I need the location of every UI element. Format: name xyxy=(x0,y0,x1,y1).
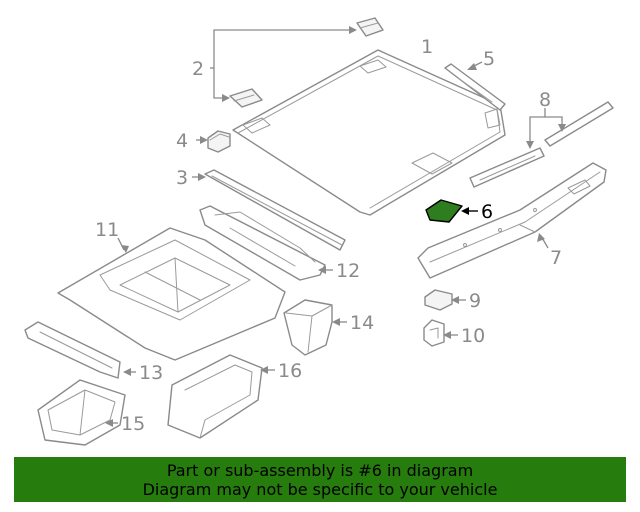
callout-15: 15 xyxy=(121,413,145,435)
callout-1: 1 xyxy=(421,36,433,58)
callout-7: 7 xyxy=(550,247,562,269)
callout-12: 12 xyxy=(336,260,360,282)
part-15-storage-box xyxy=(37,379,126,446)
info-banner: Part or sub-assembly is #6 in diagram Di… xyxy=(14,457,626,502)
callout-11: 11 xyxy=(95,219,119,241)
part-5-strut xyxy=(444,61,506,111)
part-6-cover-highlighted xyxy=(425,199,478,223)
callout-4: 4 xyxy=(176,130,188,152)
callout-8: 8 xyxy=(539,89,551,111)
part-1-cargo-cover xyxy=(232,49,506,216)
banner-line-2: Diagram may not be specific to your vehi… xyxy=(142,480,498,499)
part-12-cross-bracket xyxy=(199,205,333,281)
banner-line-1: Part or sub-assembly is #6 in diagram xyxy=(166,461,474,480)
part-2-hooks xyxy=(210,17,384,108)
callout-9: 9 xyxy=(469,290,481,312)
part-16-panel xyxy=(167,354,275,439)
callout-5: 5 xyxy=(483,48,495,70)
part-9-clip xyxy=(424,289,466,311)
part-3-trim-strip xyxy=(192,169,346,251)
callout-6: 6 xyxy=(481,201,493,223)
part-13-rail xyxy=(24,321,136,379)
parts-diagram: 1 2 3 4 5 6 7 8 9 10 11 12 13 14 15 16 xyxy=(24,17,614,446)
callout-13: 13 xyxy=(139,362,163,384)
callout-2: 2 xyxy=(192,58,204,80)
callout-3: 3 xyxy=(176,167,188,189)
part-8-sill-trims xyxy=(469,101,614,188)
part-14-bin xyxy=(283,299,347,356)
callout-14: 14 xyxy=(350,312,374,334)
part-10-bracket xyxy=(423,319,458,347)
part-7-sill-panel xyxy=(417,162,607,279)
callout-10: 10 xyxy=(461,325,485,347)
part-11-floor-tray xyxy=(57,227,286,361)
callout-16: 16 xyxy=(278,360,302,382)
part-4-clip xyxy=(196,130,231,153)
